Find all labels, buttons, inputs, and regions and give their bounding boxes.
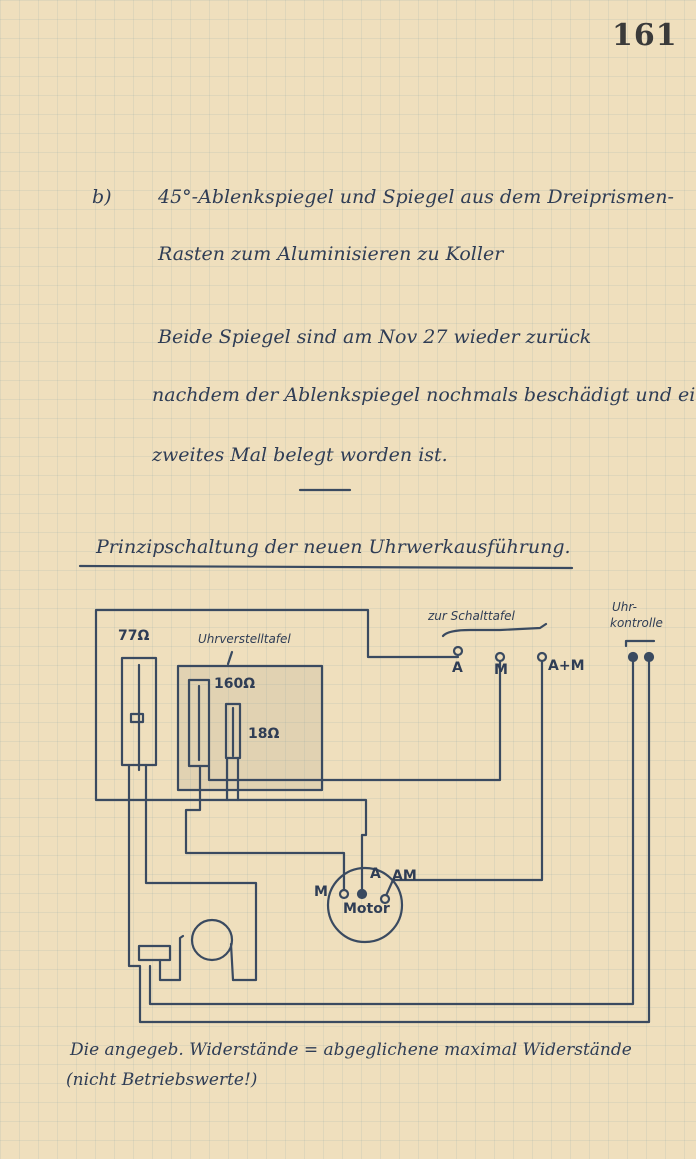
label-terminal-a: A <box>452 660 463 676</box>
motor <box>326 866 404 944</box>
label-77-ohm: 77Ω <box>118 628 150 644</box>
wire <box>94 608 460 802</box>
page-number: 161 <box>612 18 678 53</box>
label-terminal-am: A+M <box>548 658 585 674</box>
label-switchboard: zur Schalttafel <box>428 609 515 623</box>
label-terminal-m: M <box>494 662 508 678</box>
text-line: 45°-Ablenkspiegel und Spiegel aus dem Dr… <box>158 186 674 208</box>
adjustment-panel <box>176 664 324 792</box>
section-marker: b) <box>92 186 112 208</box>
label-motor: Motor <box>343 901 390 917</box>
label-motor-a: A <box>370 866 381 882</box>
text-line: Rasten zum Aluminisieren zu Koller <box>158 243 504 265</box>
label-motor-am: AM <box>392 868 417 884</box>
label-18-ohm: 18Ω <box>248 726 280 742</box>
text-line: Beide Spiegel sind am Nov 27 wieder zurü… <box>158 326 592 348</box>
footer-line: (nicht Betriebswerte!) <box>66 1070 258 1090</box>
label-control: kontrolle <box>610 616 663 630</box>
relay <box>137 944 172 962</box>
resistor-18 <box>224 702 242 760</box>
title-underline <box>78 564 574 570</box>
label-control: Uhr- <box>612 600 637 614</box>
label-motor-m: M <box>314 884 328 900</box>
text-line: nachdem der Ablenkspiegel nochmals besch… <box>152 384 696 406</box>
label-160-ohm: 160Ω <box>214 676 256 692</box>
coil <box>190 918 234 962</box>
diagram-title: Prinzipschaltung der neuen Uhrwerkausfüh… <box>96 536 571 558</box>
text-line: zweites Mal belegt worden ist. <box>152 444 448 466</box>
footer-line: Die angegeb. Widerstände = abgeglichene … <box>70 1040 632 1060</box>
label-panel: Uhrverstelltafel <box>198 632 291 646</box>
